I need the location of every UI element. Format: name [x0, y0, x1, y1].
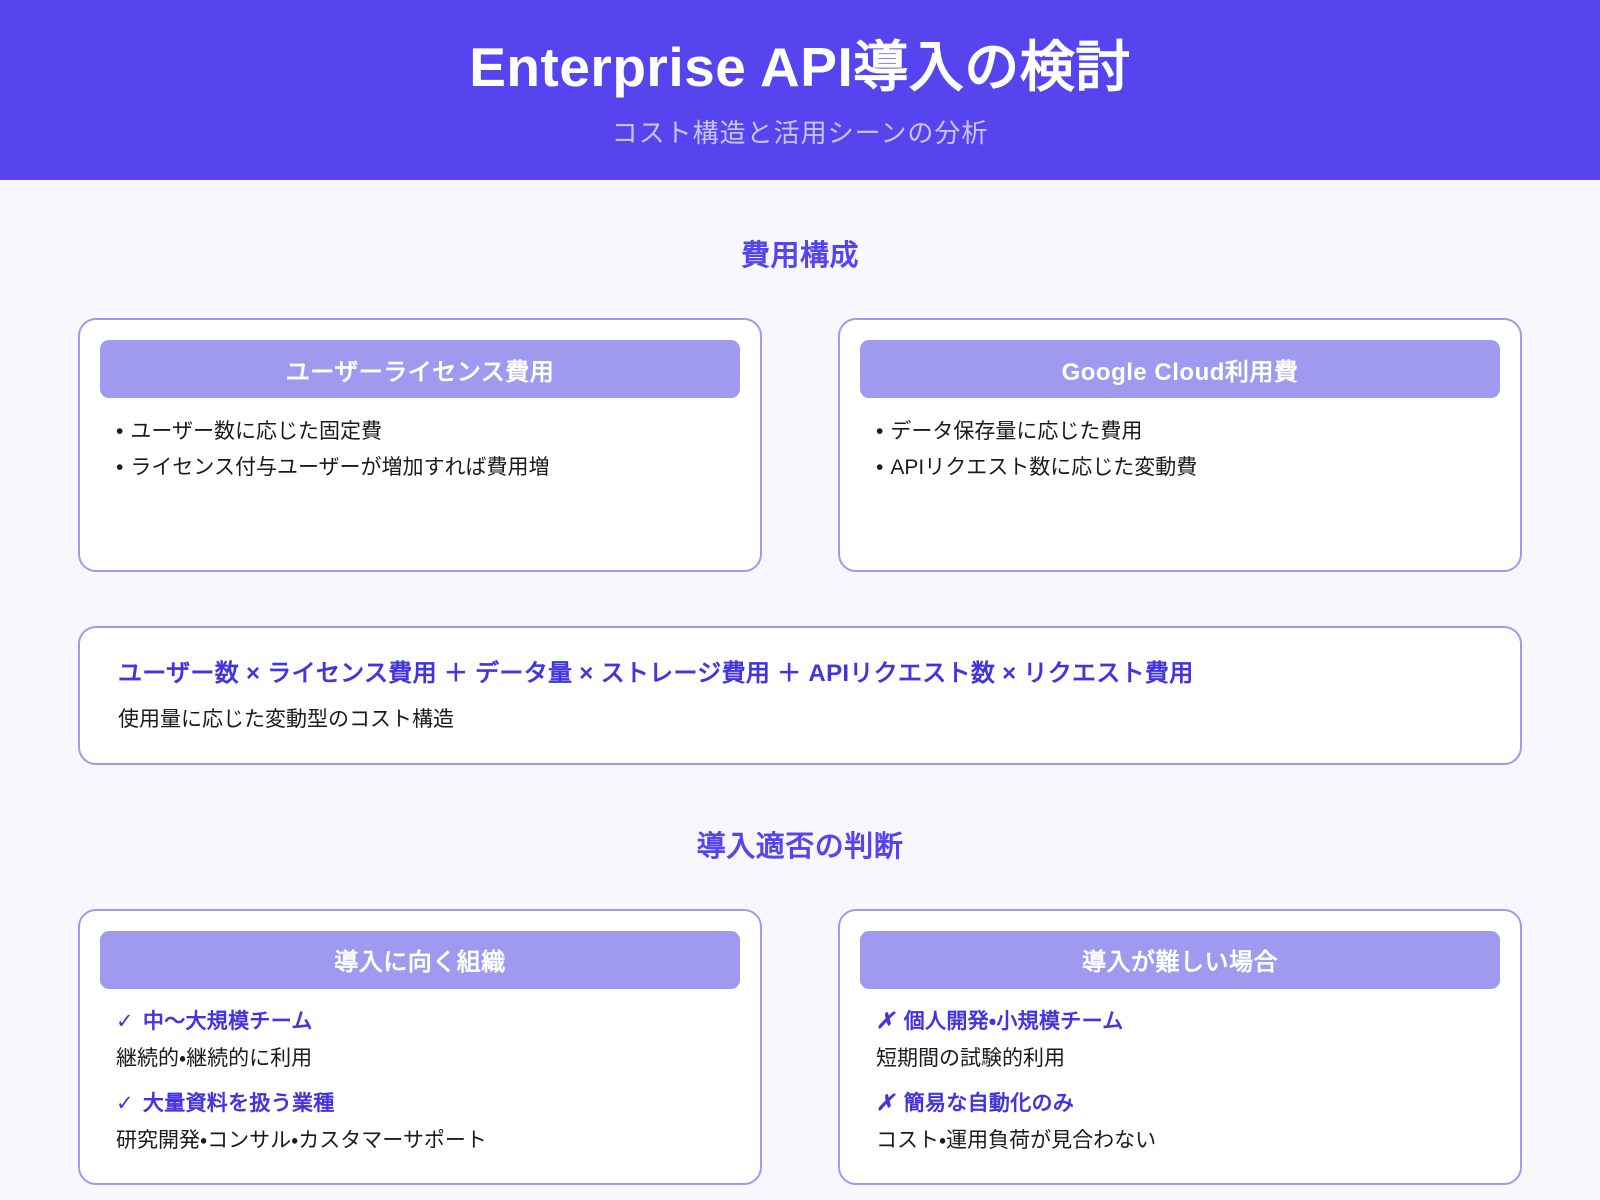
verdict-item-label: 大量資料を扱う業種 [142, 1091, 335, 1115]
section-heading-cost: 費用構成 [740, 240, 859, 272]
verdict-card-unsuitable: 導入が難しい場合 ✗ 個人開発・小規模チーム 短期間の試験的利用 ✗ 簡易な自動… [838, 908, 1522, 1185]
list-item: ✗ 簡易な自動化のみ コスト・運用負荷が見合わない [876, 1087, 1484, 1155]
verdict-item-heading: ✓ 中〜大規模チーム [116, 1005, 724, 1035]
bullet-icon: • [876, 456, 884, 480]
section-heading-verdict: 導入適否の判断 [696, 830, 904, 863]
bullet-icon: • [876, 420, 884, 443]
list-item: ✓ 大量資料を扱う業種 研究開発・コンサル・カスタマーサポート [116, 1087, 724, 1155]
page-header: Enterprise API導入の検討 コスト構造と活用シーンの分析 [0, 0, 1600, 180]
verdict-card-row: 導入に向く組織 ✓ 中〜大規模チーム 継続的・継続的に利用 ✓ 大量資料を扱う業… [78, 908, 1522, 1185]
card-body: ✗ 個人開発・小規模チーム 短期間の試験的利用 ✗ 簡易な自動化のみ コスト・運… [860, 989, 1500, 1156]
verdict-item-heading: ✓ 大量資料を扱う業種 [116, 1087, 724, 1117]
page-subtitle: コスト構造と活用シーンの分析 [611, 118, 989, 149]
cost-formula-panel: ユーザー数 × ライセンス費用 ＋ データ量 × ストレージ費用 ＋ APIリク… [78, 626, 1522, 765]
list-item: • APIリクエスト数に応じた変動費 [876, 450, 1484, 486]
bullet-icon: • [116, 456, 124, 480]
list-item: • ユーザー数に応じた固定費 [116, 414, 724, 450]
list-item: • ライセンス付与ユーザーが増加すれば費用増 [116, 450, 724, 486]
verdict-item-description: 継続的・継続的に利用 [116, 1046, 313, 1070]
card-body: • データ保存量に応じた費用 • APIリクエスト数に応じた変動費 [860, 398, 1500, 486]
verdict-item-heading: ✗ 個人開発・小規模チーム [876, 1005, 1484, 1035]
cost-formula-expression: ユーザー数 × ライセンス費用 ＋ データ量 × ストレージ費用 ＋ APIリク… [118, 660, 1194, 687]
card-title-ribbon: Google Cloud利用費 [860, 340, 1500, 398]
card-title-ribbon: ユーザーライセンス費用 [100, 340, 740, 398]
verdict-item-description: コスト・運用負荷が見合わない [876, 1128, 1157, 1152]
list-item-label: ユーザー数に応じた固定費 [130, 420, 382, 443]
cost-card-google-cloud: Google Cloud利用費 • データ保存量に応じた費用 • APIリクエス… [838, 318, 1522, 572]
list-item-label: APIリクエスト数に応じた変動費 [890, 456, 1198, 480]
main-content: 費用構成 ユーザーライセンス費用 • ユーザー数に応じた固定費 • ライセンス付… [0, 180, 1600, 1200]
check-icon: ✓ [116, 1091, 134, 1115]
check-icon: ✓ [116, 1009, 134, 1033]
verdict-item-label: 中〜大規模チーム [142, 1009, 313, 1033]
card-body: • ユーザー数に応じた固定費 • ライセンス付与ユーザーが増加すれば費用増 [100, 398, 740, 486]
bullet-icon: • [116, 420, 124, 443]
list-item: • データ保存量に応じた費用 [876, 414, 1484, 450]
verdict-card-suitable: 導入に向く組織 ✓ 中〜大規模チーム 継続的・継続的に利用 ✓ 大量資料を扱う業… [78, 908, 762, 1185]
list-item-label: データ保存量に応じた費用 [890, 420, 1143, 443]
cross-icon: ✗ [876, 1007, 895, 1033]
cost-card-row: ユーザーライセンス費用 • ユーザー数に応じた固定費 • ライセンス付与ユーザー… [78, 318, 1522, 572]
verdict-item-heading: ✗ 簡易な自動化のみ [876, 1087, 1484, 1117]
verdict-item-label: 個人開発・小規模チーム [903, 1009, 1124, 1033]
list-item: ✓ 中〜大規模チーム 継続的・継続的に利用 [116, 1005, 724, 1073]
card-body: ✓ 中〜大規模チーム 継続的・継続的に利用 ✓ 大量資料を扱う業種 研究開発・コ… [100, 989, 740, 1156]
card-title-ribbon: 導入に向く組織 [100, 930, 740, 989]
verdict-item-description: 研究開発・コンサル・カスタマーサポート [116, 1128, 487, 1152]
list-item: ✗ 個人開発・小規模チーム 短期間の試験的利用 [876, 1005, 1484, 1073]
card-title-ribbon: 導入が難しい場合 [860, 930, 1500, 989]
page-title: Enterprise API導入の検討 [469, 35, 1131, 98]
verdict-item-label: 簡易な自動化のみ [903, 1091, 1075, 1115]
cross-icon: ✗ [876, 1089, 895, 1115]
verdict-item-description: 短期間の試験的利用 [876, 1046, 1065, 1070]
list-item-label: ライセンス付与ユーザーが増加すれば費用増 [130, 456, 550, 480]
cost-formula-caption: 使用量に応じた変動型のコスト構造 [118, 708, 454, 732]
cost-card-license: ユーザーライセンス費用 • ユーザー数に応じた固定費 • ライセンス付与ユーザー… [78, 318, 762, 572]
